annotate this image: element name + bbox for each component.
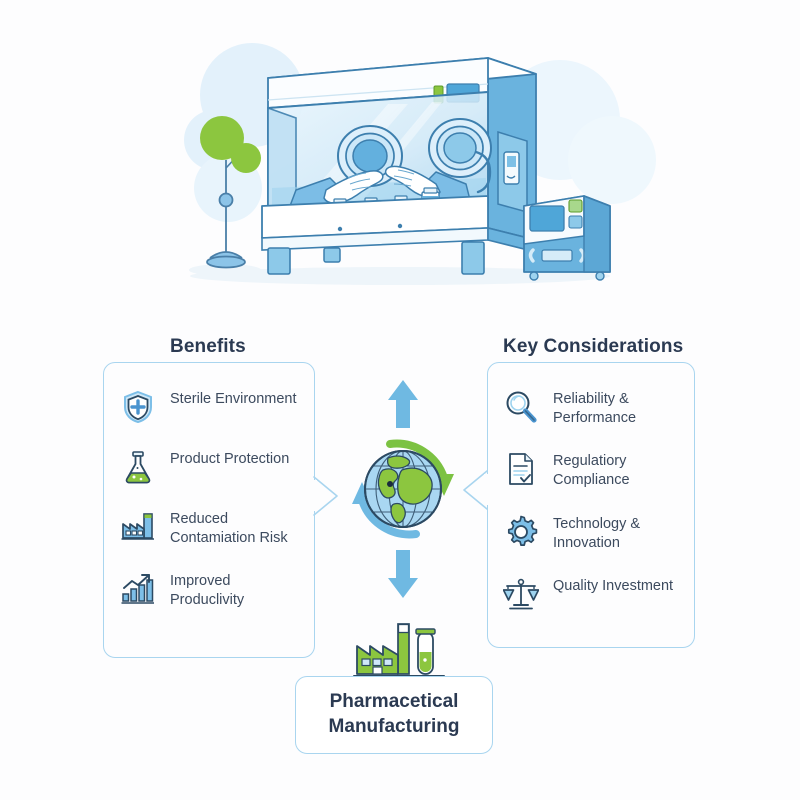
bottom-title-line1: Pharmacetical: [329, 691, 459, 713]
plant-leaf-large: [200, 116, 244, 160]
gear-icon: [503, 513, 539, 551]
factory-icon: [120, 508, 156, 546]
control-console: [523, 195, 611, 281]
considerations-heading: Key Considerations: [503, 336, 684, 357]
benefit-item-sterile-environment[interactable]: Sterile Environment: [120, 388, 310, 426]
magnifier-icon: [503, 388, 539, 426]
benefit-label: Improved Produclivity: [170, 573, 245, 609]
consideration-item-quality-investment[interactable]: Quality Investment: [503, 575, 688, 613]
glove-port-right: [428, 118, 492, 178]
console-button-blue: [568, 215, 583, 229]
considerations-panel-pointer: [462, 470, 488, 510]
document-check-icon: [503, 450, 539, 488]
central-globe-diagram: [328, 378, 478, 600]
flask-icon: [120, 448, 156, 486]
bottom-title-line2: Manufacturing: [328, 716, 460, 737]
globe-icon: [364, 450, 442, 528]
console-display: [529, 205, 565, 232]
benefits-heading: Benefits: [170, 336, 246, 357]
considerations-list: Reliability & Performance Regulatiory Co…: [503, 388, 688, 613]
leg-right: [461, 241, 485, 275]
benefit-item-product-protection[interactable]: Product Protection: [120, 448, 310, 486]
consideration-item-regulatory-compliance[interactable]: Regulatiory Compliance: [503, 450, 688, 490]
door-handle: [474, 150, 492, 194]
bottom-panel-title: Pharmacetical Manufacturing: [329, 690, 460, 739]
benefit-label: Reduced Contamiation Risk: [170, 511, 288, 547]
scales-icon: [503, 575, 539, 613]
arrow-up-icon: [388, 380, 418, 428]
shield-cross-icon: [120, 388, 156, 426]
leg-left: [267, 247, 291, 275]
consideration-item-reliability-performance[interactable]: Reliability & Performance: [503, 388, 688, 428]
gloved-hand-left: [289, 170, 384, 207]
benefit-label: Sterile Environment: [170, 391, 297, 407]
pharmaceutical-manufacturing-panel: Pharmacetical Manufacturing: [295, 676, 493, 754]
consideration-label: Quality Investment: [553, 577, 674, 594]
consideration-label: Regulatiory Compliance: [553, 453, 630, 489]
benefit-item-reduced-contamination[interactable]: Reduced Contamiation Risk: [120, 508, 310, 548]
console-button-green: [568, 199, 583, 213]
isolator-illustration: [0, 0, 800, 310]
factory-test-tube-icon: [352, 622, 452, 684]
benefit-label: Product Protection: [170, 451, 290, 467]
consideration-label: Reliability & Performance: [553, 391, 637, 427]
benefits-panel-pointer: [313, 476, 339, 516]
consideration-label: Technology & Innovation: [553, 515, 641, 551]
bar-chart-growth-icon: [120, 570, 156, 608]
benefit-item-improved-productivity[interactable]: Improved Produclivity: [120, 570, 310, 610]
isolator-cabinet: [261, 57, 537, 275]
arrow-down-icon: [388, 550, 418, 598]
benefits-list: Sterile Environment Product Protection: [120, 388, 310, 611]
leg-mid: [323, 247, 341, 263]
plant-leaf-small: [231, 143, 261, 173]
consideration-item-technology-innovation[interactable]: Technology & Innovation: [503, 513, 688, 553]
